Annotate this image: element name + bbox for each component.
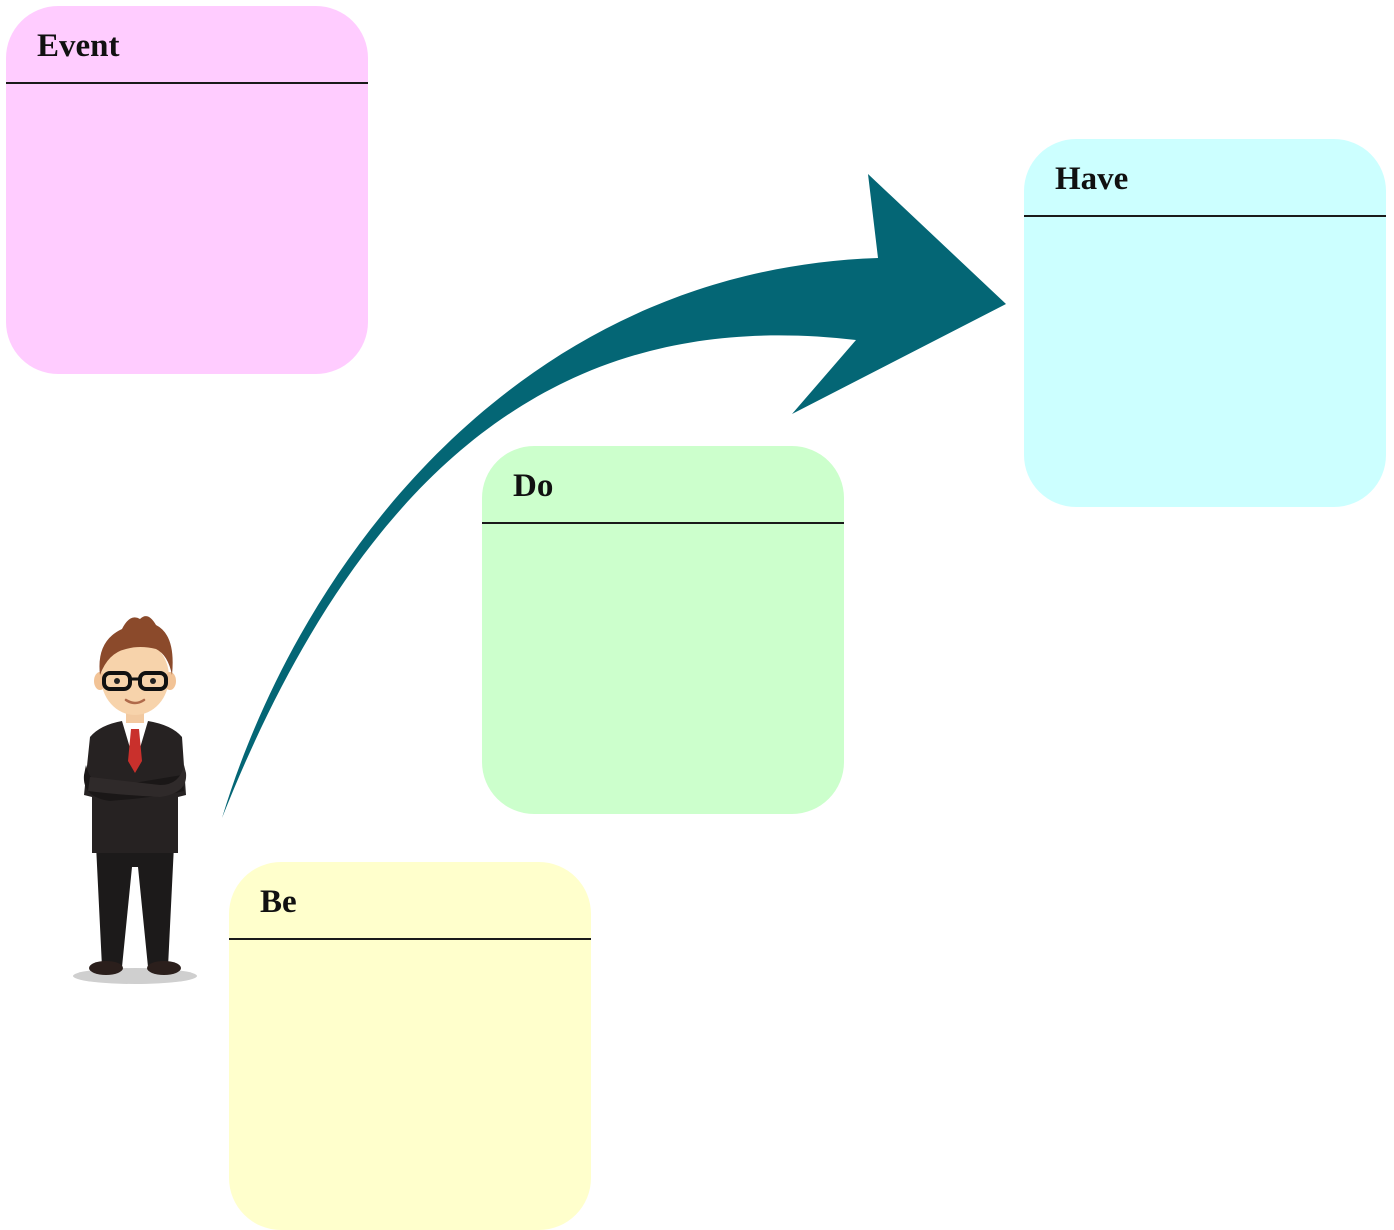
tie-shape	[128, 729, 142, 773]
have-card-title: Have	[1055, 161, 1129, 197]
left-eye-shape	[114, 678, 120, 684]
be-card-title: Be	[260, 884, 297, 920]
be-card-header: Be	[229, 862, 591, 940]
have-card-body	[1024, 217, 1386, 507]
have-card-header: Have	[1024, 139, 1386, 217]
head-shape	[101, 639, 169, 715]
event-card-body	[6, 84, 368, 374]
event-card-title: Event	[37, 28, 120, 64]
right-eye-shape	[150, 678, 156, 684]
legs-shape	[96, 845, 174, 967]
be-card: Be	[229, 862, 591, 1230]
right-shoe-shape	[147, 961, 181, 975]
event-card: Event	[6, 6, 368, 374]
do-card-body	[482, 524, 844, 814]
left-lens-shape	[102, 671, 132, 691]
event-card-header: Event	[6, 6, 368, 84]
have-card: Have	[1024, 139, 1386, 507]
do-card-header: Do	[482, 446, 844, 524]
businessman-icon	[73, 616, 197, 984]
do-card-title: Do	[513, 468, 554, 504]
hair-shape	[99, 616, 173, 675]
left-shoe-shape	[89, 961, 123, 975]
right-lens-shape	[138, 671, 168, 691]
do-card: Do	[482, 446, 844, 814]
be-card-body	[229, 940, 591, 1230]
smile-shape	[124, 698, 146, 705]
arms-top-shape	[88, 765, 187, 797]
